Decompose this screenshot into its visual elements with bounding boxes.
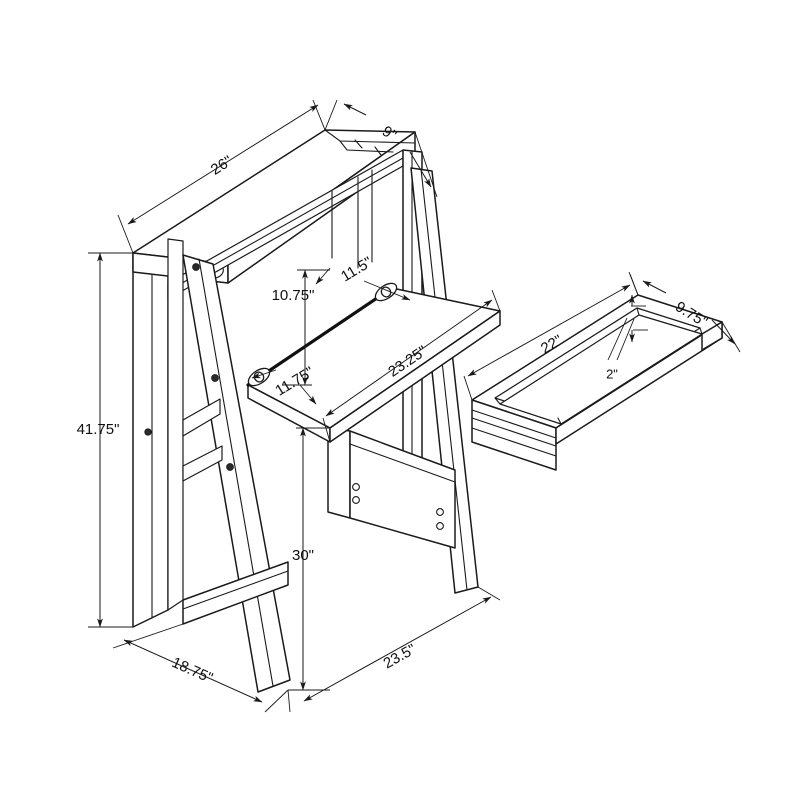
dim-label-2: 2" [606, 366, 618, 381]
cross-rail-lower [182, 398, 223, 482]
back-panel [132, 238, 169, 628]
dim-label-10-75: 10.75" [272, 287, 315, 304]
dim-label-30: 30" [292, 547, 314, 564]
dim-label-41-75: 41.75" [77, 421, 120, 438]
dimension-opening-height: 10.75" [272, 269, 330, 386]
bottom-rail [182, 561, 289, 625]
rear-post-left [167, 238, 184, 611]
dimension-overall-height: 41.75" [77, 252, 133, 628]
dimension-desktop-height: 30" [288, 427, 330, 691]
dimension-drawer-height: 2" [606, 294, 648, 381]
side-support-bracket [327, 427, 456, 549]
rear-slat [331, 169, 373, 269]
